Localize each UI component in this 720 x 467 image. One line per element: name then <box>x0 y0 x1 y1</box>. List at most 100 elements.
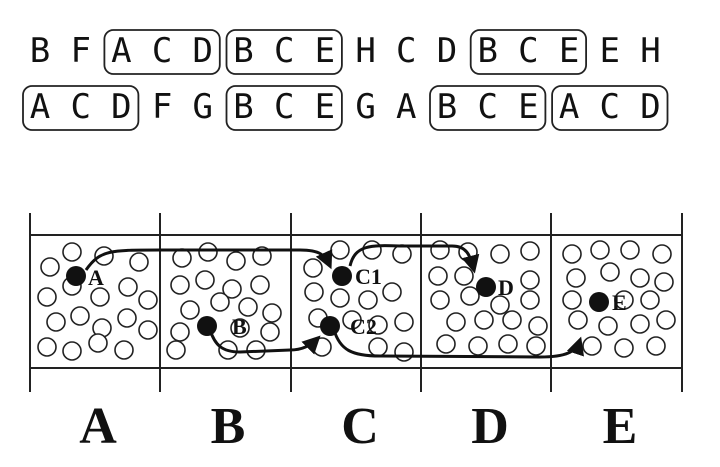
motif-box <box>22 85 140 131</box>
particle-circle <box>230 318 250 338</box>
sequence-letter: E <box>518 87 538 127</box>
particle-circle <box>474 310 494 330</box>
particle-circle <box>468 336 488 356</box>
particle-circle <box>46 312 66 332</box>
sequence-letter: C <box>70 87 90 127</box>
particle-circle <box>210 292 230 312</box>
column-label: D <box>471 398 509 455</box>
sequence-letter: G <box>355 87 375 127</box>
node-marker-c2 <box>320 316 340 336</box>
particle-circle <box>562 244 582 264</box>
column-grid <box>29 213 683 392</box>
sequence-letter: B <box>233 87 253 127</box>
particle-circle <box>394 312 414 332</box>
particle-circle <box>40 257 60 277</box>
sequence-letter: D <box>640 87 660 127</box>
sequence-letter: D <box>111 87 131 127</box>
particle-circle <box>502 310 522 330</box>
sequence-letter: A <box>111 31 131 71</box>
particle-circle <box>37 287 57 307</box>
particle-circle <box>454 266 474 286</box>
node-label-e: E <box>612 290 627 315</box>
particle-circle <box>520 270 540 290</box>
sequence-letter: D <box>193 31 213 71</box>
particle-circle <box>640 290 660 310</box>
particle-circle <box>394 342 414 362</box>
particle-circle <box>138 290 158 310</box>
particle-circle <box>498 334 518 354</box>
particle-circle <box>260 322 280 342</box>
sequence-letter: H <box>355 31 375 71</box>
particle-circle <box>646 336 666 356</box>
particle-circle <box>62 242 82 262</box>
particle-circle <box>460 286 480 306</box>
particle-circle <box>303 258 323 278</box>
motif-box <box>225 85 343 131</box>
particle-circle <box>630 268 650 288</box>
particle-circle <box>70 306 90 326</box>
particle-circle <box>330 240 350 260</box>
particle-circle <box>118 277 138 297</box>
sequence-letter: G <box>193 87 213 127</box>
particle-circle <box>630 314 650 334</box>
particle-circle <box>590 240 610 260</box>
node-label-a: A <box>88 265 104 290</box>
sequence-letter: H <box>640 31 660 71</box>
particle-circle <box>250 275 270 295</box>
particle-circle <box>170 322 190 342</box>
column-label: C <box>341 398 379 455</box>
particle-circle <box>428 266 448 286</box>
node-label-c2: C2 <box>350 314 377 339</box>
particle-circle <box>238 297 258 317</box>
particle-circle <box>138 320 158 340</box>
particle-circle <box>446 312 466 332</box>
sequence-letter: C <box>600 87 620 127</box>
particle-circle <box>582 336 602 356</box>
particle-circle <box>358 290 378 310</box>
particle-circle <box>114 340 134 360</box>
particle-circle <box>520 241 540 261</box>
node-label-d: D <box>498 275 514 300</box>
sequence-letter: C <box>274 87 294 127</box>
particle-circle <box>520 290 540 310</box>
particle-circle <box>490 295 510 315</box>
motif-box <box>551 85 669 131</box>
sequence-letter: C <box>152 31 172 71</box>
sequence-letter: C <box>396 31 416 71</box>
particle-circle <box>490 244 510 264</box>
particle-circle <box>614 290 634 310</box>
particle-circle <box>166 340 186 360</box>
sequence-letter: E <box>559 31 579 71</box>
arrow-c2-to-e <box>332 329 584 359</box>
particle-circle <box>598 316 618 336</box>
node-label-c1: C1 <box>355 264 382 289</box>
particle-circle <box>262 303 282 323</box>
sequence-letter: A <box>396 87 416 127</box>
particle-circle <box>430 290 450 310</box>
column-label: E <box>603 398 638 455</box>
particle-circle <box>368 315 388 335</box>
sequence-letter: C <box>274 31 294 71</box>
particle-circle <box>656 310 676 330</box>
particle-circle <box>90 287 110 307</box>
particle-circle <box>362 240 382 260</box>
particle-circle <box>198 242 218 262</box>
node-marker-c1 <box>332 266 352 286</box>
motif-box <box>469 29 588 75</box>
particle-circle <box>172 248 192 268</box>
arrow-b-to-c2 <box>208 329 321 355</box>
particle-circle <box>436 334 456 354</box>
particle-circle <box>195 270 215 290</box>
arrows <box>84 244 584 359</box>
particle-circle <box>304 282 324 302</box>
sequence-letter: B <box>437 87 457 127</box>
particle-circle <box>88 333 108 353</box>
particle-circle <box>526 336 546 356</box>
sequence-letter: B <box>233 31 253 71</box>
particle-circle <box>654 272 674 292</box>
particle-circle <box>226 251 246 271</box>
